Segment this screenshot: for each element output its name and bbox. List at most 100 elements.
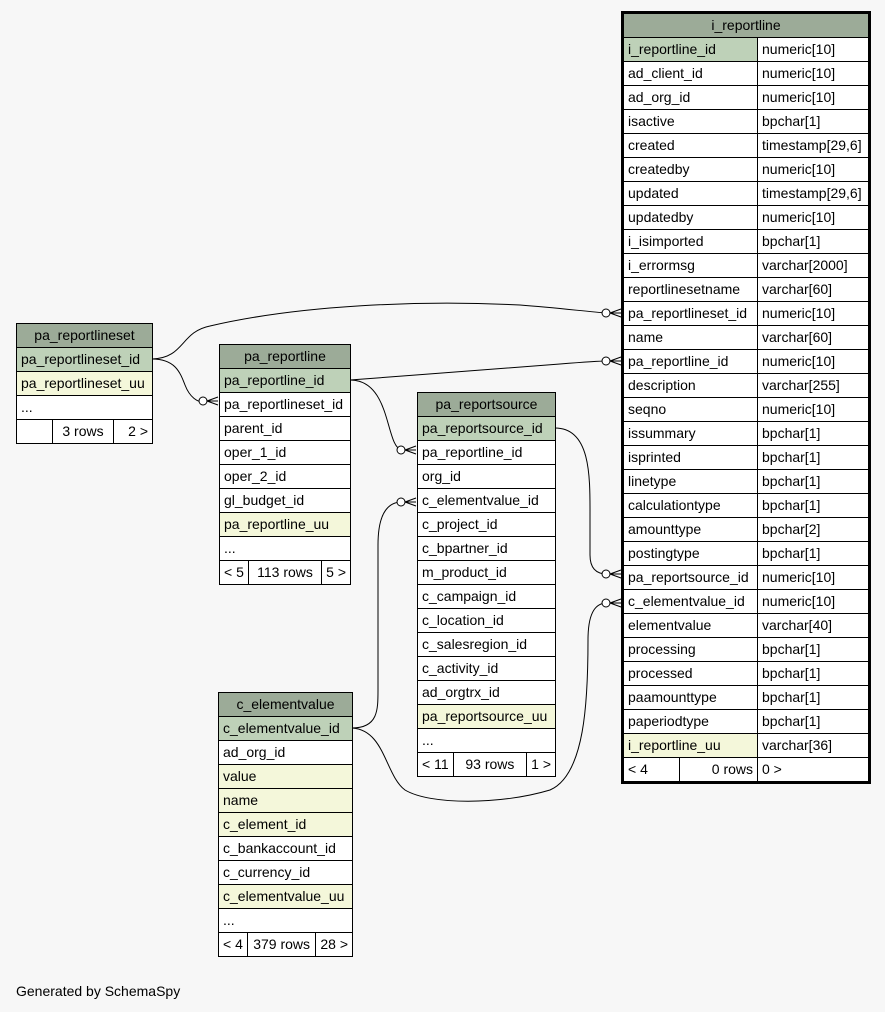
column-row[interactable]: c_elementvalue_id: [219, 717, 352, 741]
column-name: pa_reportlineset_id: [224, 396, 344, 412]
column-type: varchar[36]: [762, 737, 833, 753]
column-row[interactable]: oper_1_id: [220, 441, 350, 465]
more-columns-row[interactable]: ...: [219, 909, 352, 933]
column-row[interactable]: parent_id: [220, 417, 350, 441]
column-type: numeric[10]: [762, 593, 836, 609]
parents-count[interactable]: < 4: [624, 758, 680, 781]
column-name: ...: [223, 912, 235, 928]
column-type: bpchar[1]: [762, 665, 821, 681]
column-row[interactable]: c_elementvalue_uu: [219, 885, 352, 909]
column-row[interactable]: pa_reportsource_id: [418, 417, 555, 441]
column-row[interactable]: pa_reportline_uu: [220, 513, 350, 537]
row-count[interactable]: 3 rows: [53, 420, 114, 443]
parents-count[interactable]: < 4: [219, 933, 248, 956]
column-row[interactable]: pa_reportsource_uu: [418, 705, 555, 729]
parents-count[interactable]: < 11: [418, 753, 454, 776]
column-row[interactable]: pa_reportline_id: [220, 369, 350, 393]
column-name: value: [219, 765, 352, 788]
column-row[interactable]: c_salesregion_id: [418, 633, 555, 657]
crowfoot: [609, 356, 622, 366]
row-count[interactable]: 93 rows: [454, 753, 528, 776]
children-count[interactable]: 1 >: [531, 756, 551, 772]
children-count[interactable]: 0 >: [762, 761, 782, 777]
column-type: numeric[10]: [762, 65, 836, 81]
column-row[interactable]: pa_reportlineset_id: [17, 348, 152, 372]
children-count[interactable]: 28 >: [320, 936, 348, 952]
row-count[interactable]: 0 rows: [680, 758, 758, 781]
parents-count[interactable]: < 5: [220, 561, 249, 584]
link-reportline-to-i-reportline: [349, 360, 608, 381]
column-row[interactable]: c_location_id: [418, 609, 555, 633]
column-name: ad_client_id: [624, 62, 758, 85]
column-row[interactable]: c_currency_id: [219, 861, 352, 885]
column-row[interactable]: c_activity_id: [418, 657, 555, 681]
column-row[interactable]: name: [219, 789, 352, 813]
row-count[interactable]: 113 rows: [249, 561, 323, 584]
column-row[interactable]: pa_reportline_id: [418, 441, 555, 465]
column-name: pa_reportline_uu: [220, 513, 350, 536]
column-row[interactable]: c_elementvalue_id: [418, 489, 555, 513]
more-columns-row[interactable]: ...: [418, 729, 555, 753]
column-row[interactable]: value: [219, 765, 352, 789]
more-columns-row[interactable]: ...: [220, 537, 350, 561]
column-row[interactable]: c_bankaccount_id: [219, 837, 352, 861]
children-count[interactable]: 2 >: [128, 423, 148, 439]
table-footer: 3 rows 2 >: [17, 420, 152, 443]
column-row[interactable]: oper_2_id: [220, 465, 350, 489]
column-row[interactable]: org_id: [418, 465, 555, 489]
more-columns-row[interactable]: ...: [17, 396, 152, 420]
column-row[interactable]: c_element_id: [219, 813, 352, 837]
column-name: pa_reportline_id: [422, 444, 523, 460]
parents-count[interactable]: [17, 420, 53, 443]
column-row[interactable]: ad_org_id: [219, 741, 352, 765]
link-reportlineset-to-reportline: [151, 358, 204, 403]
column-row[interactable]: pa_reportlineset_id: [220, 393, 350, 417]
link-reportsource-to-i-reportline: [554, 427, 608, 575]
column-row[interactable]: m_product_id: [418, 561, 555, 585]
row-count[interactable]: 379 rows: [248, 933, 317, 956]
column-row[interactable]: c_campaign_id: [418, 585, 555, 609]
column-row[interactable]: c_bpartner_id: [418, 537, 555, 561]
column-name: issummary: [624, 422, 758, 445]
column-row[interactable]: pa_reportlineset_uu: [17, 372, 152, 396]
column-row[interactable]: ad_orgtrx_id: [418, 681, 555, 705]
column-row[interactable]: gl_budget_id: [220, 489, 350, 513]
children-count[interactable]: 5 >: [326, 564, 346, 580]
column-row[interactable]: c_project_id: [418, 513, 555, 537]
